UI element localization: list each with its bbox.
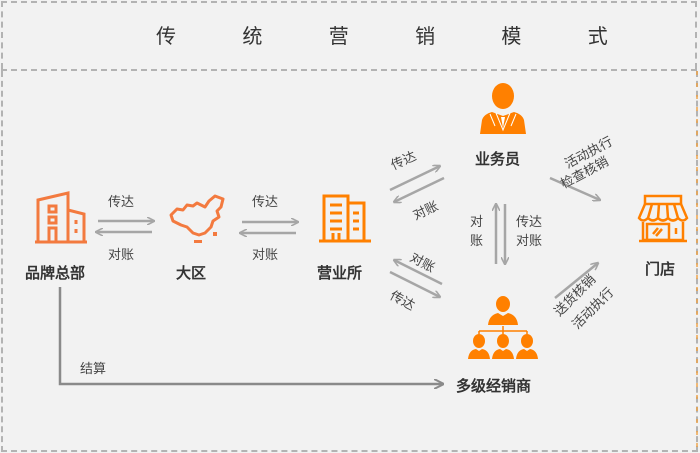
node-label-hq: 品牌总部	[25, 264, 86, 282]
diagram-frame	[1, 71, 698, 452]
node-label-distributor: 多级经销商	[456, 377, 532, 395]
title-frame	[1, 1, 697, 69]
edge-label-salesman-distributor-right-2: 对账	[516, 234, 543, 249]
arrow-office-to-salesman	[389, 166, 440, 192]
arrow-distributor-to-office	[394, 260, 443, 286]
edge-label-hq-region-forward: 传达	[108, 195, 135, 210]
edge-label-salesman-distributor-right-1: 传达	[516, 215, 543, 230]
building-icon	[34, 190, 88, 248]
node-label-store: 门店	[645, 260, 676, 278]
org-chart-icon	[468, 295, 538, 365]
edge-label-salesman-distributor-left-2: 账	[470, 234, 484, 249]
arrow-salesman-to-store	[549, 176, 600, 200]
edge-label-region-office-back: 对账	[252, 248, 279, 263]
node-label-region: 大区	[176, 264, 207, 282]
storefront-icon	[637, 194, 689, 248]
arrow-hq-to-distributor	[58, 287, 443, 384]
node-label-salesman: 业务员	[475, 150, 521, 168]
china-map-icon	[163, 193, 227, 255]
arrow-distributor-to-store	[554, 263, 598, 299]
divider	[1, 69, 697, 71]
edge-label-hq-region-back: 对账	[108, 248, 135, 263]
page-title: 传 统 营 销 模 式	[156, 24, 638, 48]
edge-label-region-office-forward: 传达	[252, 195, 279, 210]
office-building-icon	[319, 193, 371, 249]
edge-label-settlement: 结算	[80, 362, 107, 377]
edge-label-salesman-distributor-left-1: 对	[470, 215, 484, 230]
node-label-office: 营业所	[317, 264, 363, 282]
arrow-office-to-distributor	[389, 270, 440, 297]
person-icon	[478, 82, 528, 138]
arrow-salesman-to-office	[394, 176, 445, 202]
